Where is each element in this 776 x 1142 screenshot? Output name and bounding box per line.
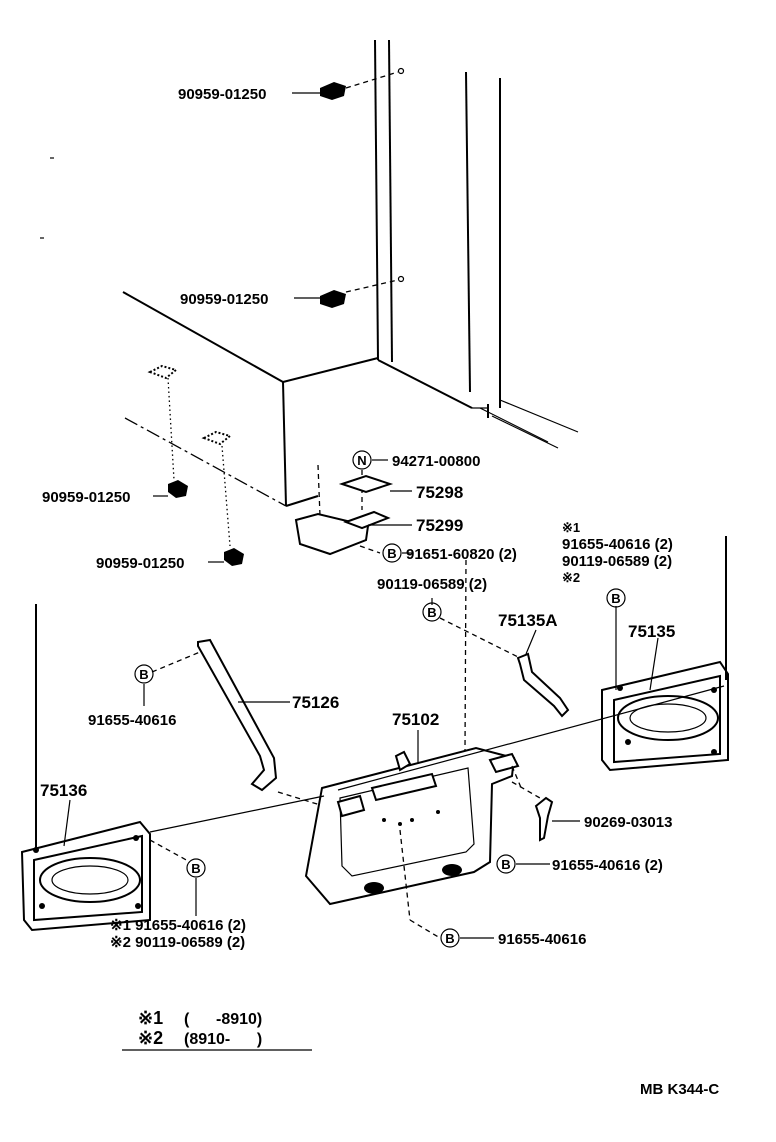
label-75135: 75135 [628,622,675,641]
label-nut: 94271-00800 [392,453,480,470]
label-l-note2: ※2 90119-06589 (2) [110,934,245,951]
bracket-75135A [431,598,570,718]
license-light-75136 [20,604,191,932]
label-clip-top-2: 90959-01250 [180,291,268,308]
label-rivet: 90269-03013 [584,814,672,831]
legend-row1-mark: ※1 [138,1008,163,1028]
license-light-75135 [601,536,729,772]
label-75126: 75126 [292,693,339,712]
label-clip-left-1: 90959-01250 [42,489,130,506]
bracket-75299 [294,464,412,556]
label-bolt-left: 91655-40616 [88,712,176,729]
bolt-symbol-75136-icon: B [186,858,206,916]
bolt-symbol-letter: B [445,931,454,946]
bolt-symbol-75135A-icon: B [422,602,442,622]
label-75102: 75102 [392,710,439,729]
label-75136: 75136 [40,781,87,800]
bolt-symbol-letter: B [427,605,436,620]
stay-75126 [151,638,331,809]
legend-row2-range: (8910- ) [184,1031,262,1048]
rivet-90269 [511,781,580,842]
legend-row1-range: ( -8910) [184,1011,262,1028]
label-screw-mid: 90119-06589 (2) [377,576,487,593]
clip-top-2-icon [294,275,405,308]
label-75135A: 75135A [498,611,558,630]
legend-row2-mark: ※2 [138,1028,163,1048]
body-structure [40,39,579,507]
label-bolt-right: 91655-40616 (2) [552,857,663,874]
plate-75298 [338,474,412,494]
bolt-symbol-bottom-icon: B [440,928,460,948]
label-r-note2-part: 90119-06589 (2) [562,553,672,570]
label-l-note1: ※1 91655-40616 (2) [110,917,246,934]
legend: ※1 ( -8910) ※2 (8910- ) [122,1008,312,1051]
label-bolt-mid: 91651-60820 (2) [406,546,517,563]
label-clip-left-2: 90959-01250 [96,555,184,572]
bolt-symbol-75126-icon: B [134,664,154,706]
clip-left-2-icon [201,430,244,566]
label-75299: 75299 [416,516,463,535]
clip-left-1-icon [147,364,188,498]
bolt-symbol-letter: B [611,591,620,606]
bolt-symbol-mid-icon: B [382,543,402,563]
label-clip-top-1: 90959-01250 [178,86,266,103]
nut-symbol-letter: N [357,453,366,468]
label-75298: 75298 [416,483,463,502]
label-r-note1-mark: ※1 [562,520,580,535]
label-bolt-bottom: 91655-40616 [498,931,586,948]
bolt-symbol-letter: B [139,667,148,682]
plate-bracket-75102 [304,730,523,906]
bolt-symbol-right-icon: B [496,854,516,874]
label-r-note2-mark: ※2 [562,570,580,585]
clip-top-1-icon [292,67,405,100]
nut-symbol-icon: N [352,450,372,470]
label-r-note1-part: 91655-40616 (2) [562,536,673,553]
figure-code: MB K344-C [640,1081,719,1098]
bolt-symbol-letter: B [501,857,510,872]
bolt-symbol-75135-icon: B [606,588,626,608]
bolt-symbol-letter: B [387,546,396,561]
bolt-symbol-letter: B [191,861,200,876]
